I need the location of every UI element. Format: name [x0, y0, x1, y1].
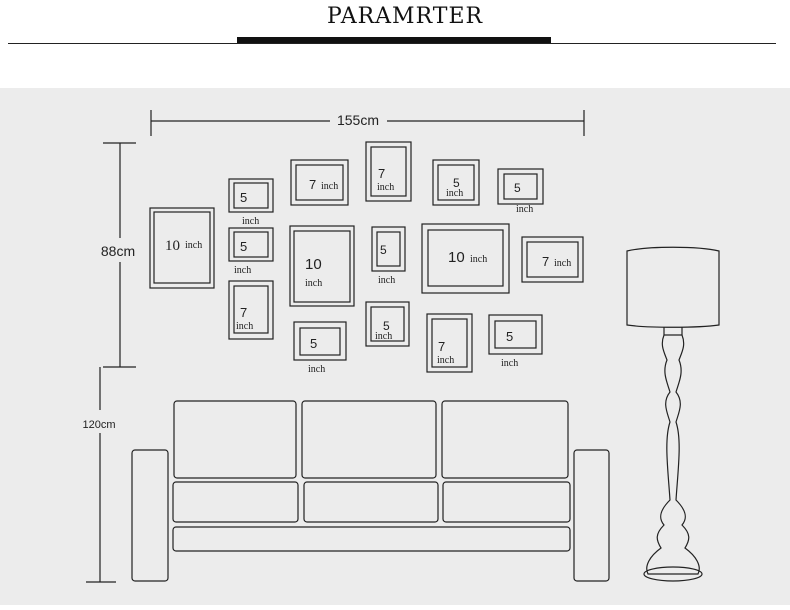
frame-unit: inch	[375, 331, 392, 342]
title-underline	[8, 43, 776, 44]
frame-unit: inch	[437, 355, 454, 366]
frame-5: 7 inch	[290, 159, 349, 206]
frame-size: 5	[514, 181, 521, 195]
frame-size: 7	[240, 305, 247, 320]
frame-unit: inch	[377, 182, 394, 193]
page-title: PARAMRTER	[326, 4, 484, 29]
title-accent-bar	[237, 37, 551, 43]
frame-7: 5 inch	[293, 321, 347, 375]
frame-unit: inch	[470, 254, 487, 265]
frame-size: 10	[165, 238, 180, 254]
frame-4: 7 inch	[228, 280, 274, 340]
frame-6: 10 inch	[289, 225, 355, 307]
frame-8: 7 inch	[365, 141, 412, 202]
frame-size: 7	[309, 177, 316, 192]
frame-unit: inch	[185, 240, 202, 251]
frame-9: 5 inch	[371, 226, 406, 286]
frame-16: 7 inch	[426, 313, 473, 373]
frame-size: 10	[305, 256, 322, 273]
floor-dimension: 120cm	[82, 367, 116, 583]
frame-2: 5 inch	[228, 178, 274, 227]
height-dimension: 88cm	[101, 142, 136, 368]
frame-12: 10 inch	[421, 223, 510, 294]
header: PARAMRTER	[0, 0, 790, 88]
width-dimension: 155cm	[150, 110, 585, 136]
frame-size: 5	[240, 239, 247, 254]
frame-1: 10 inch	[149, 207, 215, 289]
frame-size: 10	[448, 249, 465, 266]
frame-10: 5 inch	[365, 301, 410, 347]
floor-label: 120cm	[82, 419, 115, 431]
frame-13: 5 inch	[497, 168, 544, 215]
frame-unit: inch	[446, 188, 463, 199]
frame-15: 5 inch	[488, 314, 543, 369]
frame-size: 5	[506, 329, 513, 344]
frame-unit: inch	[305, 278, 322, 289]
frame-14: 7 inch	[521, 236, 584, 283]
frame-unit: inch	[242, 216, 259, 227]
frame-unit: inch	[236, 321, 253, 332]
frame-unit: inch	[501, 358, 518, 369]
frame-unit: inch	[554, 258, 571, 269]
frame-3: 5 inch	[228, 227, 274, 276]
width-label: 155cm	[337, 112, 379, 128]
frame-size: 5	[380, 243, 387, 257]
frame-11: 5 inch	[432, 159, 480, 206]
frame-unit: inch	[321, 181, 338, 192]
frame-size: 5	[453, 176, 460, 190]
frame-size: 5	[383, 319, 390, 333]
frame-size: 7	[542, 254, 549, 269]
frame-unit: inch	[516, 204, 533, 215]
height-label: 88cm	[101, 243, 135, 259]
floor-lamp-illustration	[626, 246, 720, 582]
frame-unit: inch	[234, 265, 251, 276]
layout-diagram: 155cm 88cm 120cm 10 inch 5 inch 5 inch	[82, 110, 720, 583]
sofa-illustration	[131, 400, 610, 582]
frame-size: 7	[378, 166, 385, 181]
wall-scene: 155cm 88cm 120cm 10 inch 5 inch 5 inch	[0, 88, 790, 605]
frame-size: 5	[240, 190, 247, 205]
frame-unit: inch	[308, 364, 325, 375]
frame-size: 7	[438, 339, 445, 354]
frame-unit: inch	[378, 275, 395, 286]
frame-size: 5	[310, 336, 317, 351]
